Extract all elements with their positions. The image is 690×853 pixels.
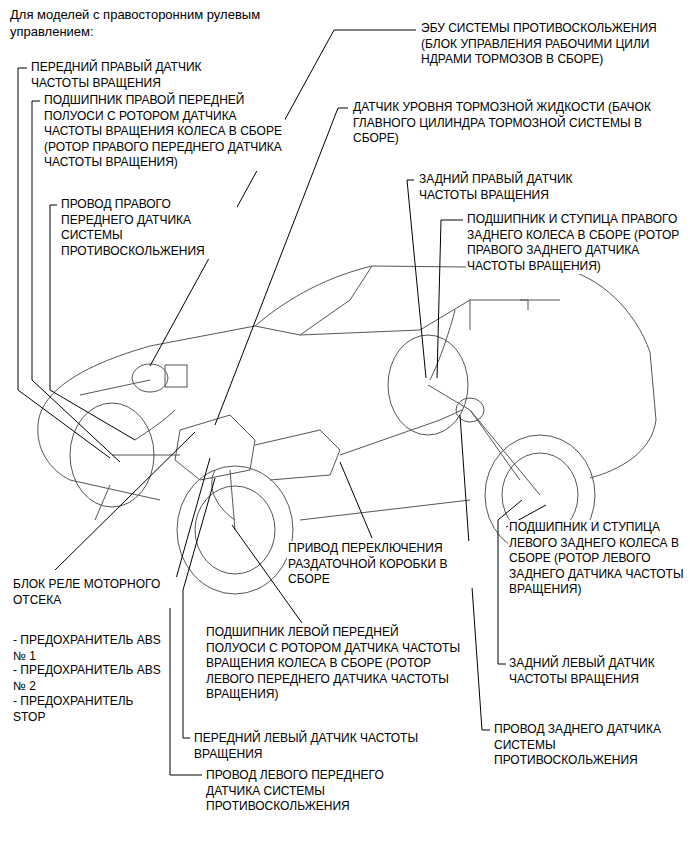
- part-label: ЗАДНИЙ ЛЕВЫЙ ДАТЧИК ЧАСТОТЫ ВРАЩЕНИЯ: [508, 656, 686, 687]
- part-label: ПРОВОД ЛЕВОГО ПЕРЕДНЕГО ДАТЧИКА СИСТЕМЫ …: [205, 768, 432, 815]
- part-label: - ПРЕДОХРАНИТЕЛЬ STOP: [12, 694, 164, 725]
- part-label: ПРОВОД ПРАВОГО ПЕРЕДНЕГО ДАТЧИКА СИСТЕМЫ…: [60, 197, 237, 259]
- part-label: БЛОК РЕЛЕ МОТОРНОГО ОТСЕКА: [12, 577, 179, 608]
- part-label: ПЕРЕДНИЙ ПРАВЫЙ ДАТЧИК ЧАСТОТЫ ВРАЩЕНИЯ: [30, 60, 257, 91]
- part-label: ДАТЧИК УРОВНЯ ТОРМОЗНОЙ ЖИДКОСТИ (БАЧОК …: [352, 100, 654, 147]
- part-label: - ПРЕДОХРАНИТЕЛЬ ABS № 2: [12, 663, 164, 694]
- part-label: - ПРЕДОХРАНИТЕЛЬ ABS № 1: [12, 633, 164, 664]
- part-label: ЭБУ СИСТЕМЫ ПРОТИВОСКОЛЬЖЕНИЯ (БЛОК УПРА…: [420, 21, 684, 68]
- page-title: Для моделей с правосторонним рулевым упр…: [10, 6, 300, 40]
- part-label: ПЕРЕДНИЙ ЛЕВЫЙ ДАТЧИК ЧАСТОТЫ ВРАЩЕНИЯ: [193, 731, 420, 762]
- part-label: ПОДШИПНИК ЛЕВОЙ ПЕРЕДНЕЙ ПОЛУОСИ С РОТОР…: [205, 625, 462, 703]
- part-label: ПОДШИПНИК И СТУПИЦА ЛЕВОГО ЗАДНЕГО КОЛЕС…: [508, 520, 686, 598]
- part-label: ПРОВОД ЗАДНЕГО ДАТЧИКА СИСТЕМЫ ПРОТИВОСК…: [493, 722, 680, 769]
- part-label: ЗАДНИЙ ПРАВЫЙ ДАТЧИК ЧАСТОТЫ ВРАЩЕНИЯ: [418, 172, 620, 203]
- part-label: ПОДШИПНИК ПРАВОЙ ПЕРЕДНЕЙ ПОЛУОСИ С РОТО…: [43, 93, 285, 171]
- part-label: ПОДШИПНИК И СТУПИЦА ПРАВОГО ЗАДНЕГО КОЛЕ…: [466, 212, 686, 274]
- part-label: ПРИВОД ПЕРЕКЛЮЧЕНИЯ РАЗДАТОЧНОЙ КОРОБКИ …: [287, 541, 474, 588]
